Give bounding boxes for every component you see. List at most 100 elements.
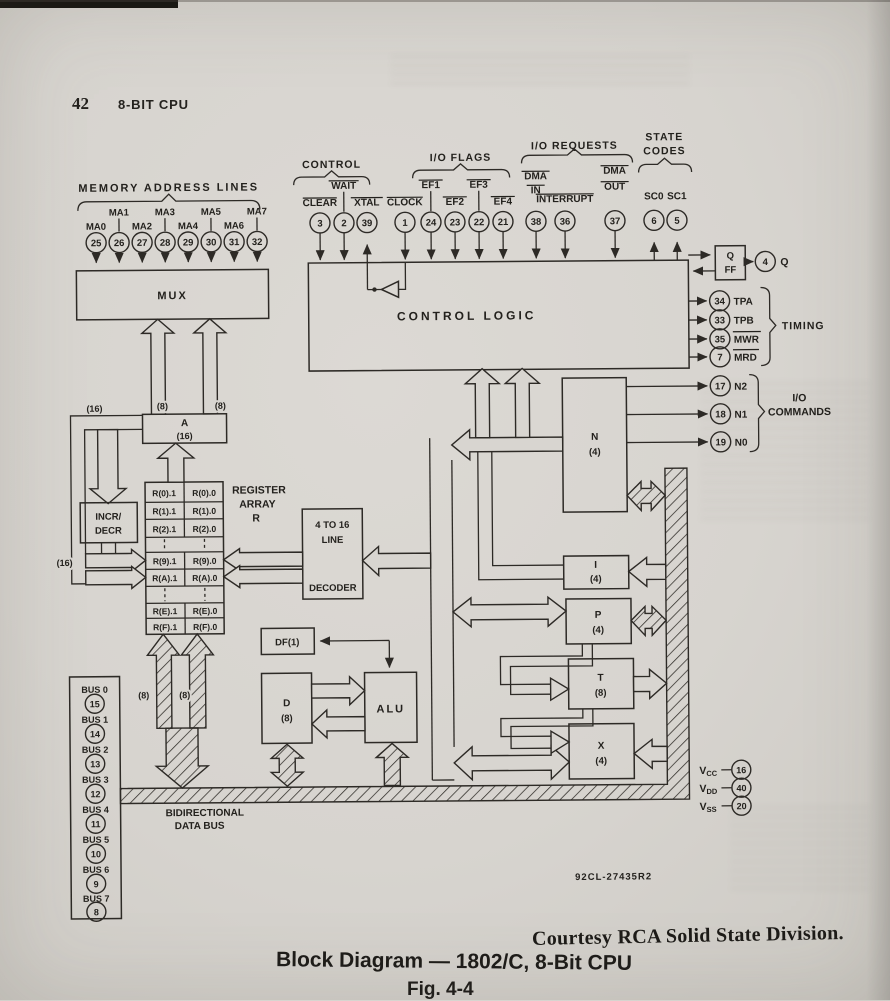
svg-text:MA0: MA0 <box>86 222 106 233</box>
scan-edge-artifact <box>0 0 890 2</box>
svg-text:D: D <box>283 698 290 709</box>
control-logic-label: CONTROL LOGIC <box>397 308 537 323</box>
width-16-label: (16) <box>86 404 102 414</box>
svg-text:R(A).0: R(A).0 <box>192 573 217 583</box>
svg-text:BUS 4: BUS 4 <box>82 805 109 815</box>
svg-text:(4): (4) <box>592 625 604 636</box>
svg-text:BUS 2: BUS 2 <box>82 745 109 755</box>
svg-text:N0: N0 <box>735 438 748 449</box>
bus-to-control-arrow-1 <box>465 369 500 438</box>
pin-ma7: 32 MA7 <box>247 206 267 261</box>
svg-text:26: 26 <box>114 238 125 249</box>
io-flags-title: I/O FLAGS <box>430 152 492 164</box>
svg-text:27: 27 <box>137 238 148 249</box>
svg-text:30: 30 <box>206 237 217 248</box>
svg-text:MWR: MWR <box>734 335 760 346</box>
svg-text:(8): (8) <box>281 713 293 724</box>
control-title: CONTROL <box>302 159 361 171</box>
state-codes-title-1: STATE <box>645 131 683 143</box>
bus-to-control-arrow-2 <box>505 368 540 437</box>
svg-text:R(0).1: R(0).1 <box>152 488 176 498</box>
clock-buffer-icon <box>367 262 405 297</box>
svg-text:MA4: MA4 <box>178 221 199 232</box>
page-curve-shadow <box>866 0 890 1000</box>
svg-text:EF4: EF4 <box>494 196 513 207</box>
svg-text:(4): (4) <box>590 574 602 585</box>
mux-label: MUX <box>157 290 188 302</box>
figure-caption: Block Diagram — 1802/C, 8-Bit CPU <box>276 948 632 976</box>
svg-text:N1: N1 <box>734 410 747 421</box>
databus-to-array-arrow-1 <box>147 634 180 728</box>
pin-ma0: 25 MA0 <box>86 222 106 263</box>
svg-text:19: 19 <box>715 437 726 448</box>
svg-text:FF: FF <box>725 265 737 276</box>
a-to-incr-arrow <box>90 430 127 504</box>
bus-to-i-arrow <box>629 557 666 586</box>
svg-text:EF3: EF3 <box>469 180 488 191</box>
svg-text:7: 7 <box>717 352 722 363</box>
d-databus-double-arrow <box>271 744 303 786</box>
svg-text:INCR/: INCR/ <box>95 512 121 523</box>
data-bus-pins-group: BUS 0 15 BUS 1 14 BUS 2 13 BUS 3 12 BUS … <box>70 677 122 922</box>
io-flags-brace <box>413 163 510 178</box>
svg-text:15: 15 <box>90 699 100 709</box>
svg-text:(8): (8) <box>595 688 607 699</box>
svg-text:EF1: EF1 <box>421 180 440 191</box>
svg-text:WAIT: WAIT <box>331 181 356 192</box>
svg-text:LINE: LINE <box>322 535 344 546</box>
svg-text:1: 1 <box>402 218 408 229</box>
svg-text:R(1).1: R(1).1 <box>152 506 176 516</box>
svg-text:(4): (4) <box>595 756 607 767</box>
svg-text:N: N <box>591 432 598 443</box>
svg-text:TPB: TPB <box>734 316 754 327</box>
svg-text:31: 31 <box>229 237 240 248</box>
svg-text:R(9).1: R(9).1 <box>153 556 177 566</box>
io-commands-pins-group: 17 N2 18 N1 19 N0 I/O COMMANDS <box>626 374 831 453</box>
array-to-a-arrow <box>158 443 194 482</box>
pin-ma1: 26 MA1 <box>109 207 130 262</box>
svg-text:29: 29 <box>183 237 194 248</box>
pin-ma5: 30 MA5 <box>201 207 222 262</box>
svg-text:T: T <box>597 673 603 684</box>
svg-text:CLEAR: CLEAR <box>303 198 338 209</box>
t-to-bus-arrow <box>633 669 666 698</box>
svg-text:VCC: VCC <box>699 765 718 778</box>
databus-to-alu-arrow <box>376 743 408 785</box>
svg-text:17: 17 <box>715 381 726 392</box>
register-array-title-1: REGISTER <box>232 484 286 496</box>
svg-text:TPA: TPA <box>734 297 753 308</box>
svg-text:8: 8 <box>94 907 99 917</box>
array-databus-arrows: (8) (8) <box>138 634 215 789</box>
incr-decr-group: (16) INCR/ DECR (16) <box>55 403 145 589</box>
svg-text:34: 34 <box>714 296 725 307</box>
timing-pins-group: 34 TPA 33 TPB 35 MWR 7 MRD TIMING <box>689 287 825 367</box>
svg-text:DECODER: DECODER <box>309 583 357 594</box>
svg-text:INTERRUPT: INTERRUPT <box>536 194 593 205</box>
svg-text:13: 13 <box>90 759 100 769</box>
svg-text:R(2).1: R(2).1 <box>153 524 177 534</box>
svg-text:3: 3 <box>317 218 322 229</box>
svg-text:4: 4 <box>763 257 769 268</box>
to-t-arrowhead <box>551 678 569 700</box>
a-to-mux-arrow-2 <box>194 319 227 414</box>
power-pins-group: VCC 16 VDD 40 VSS 20 <box>699 760 751 815</box>
svg-text:XTAL: XTAL <box>354 198 379 209</box>
bus-to-decoder-arrow <box>363 546 431 576</box>
decoder-to-array-arrow-2 <box>224 565 303 588</box>
svg-text:P: P <box>595 610 602 621</box>
data-bus-label-1: BIDIRECTIONAL <box>166 808 244 820</box>
svg-text:(16): (16) <box>177 431 193 441</box>
pin-ma3: 28 MA3 <box>155 207 175 262</box>
svg-text:11: 11 <box>91 819 101 829</box>
svg-text:35: 35 <box>715 334 726 345</box>
svg-text:MA2: MA2 <box>132 221 152 232</box>
svg-text:R(9).0: R(9).0 <box>193 556 217 566</box>
svg-text:21: 21 <box>498 217 509 228</box>
svg-text:39: 39 <box>362 218 373 229</box>
svg-text:25: 25 <box>91 238 102 249</box>
memory-address-lines-group: MEMORY ADDRESS LINES 25 MA0 26 MA1 27 MA… <box>78 181 268 262</box>
svg-text:CLOCK: CLOCK <box>387 197 423 208</box>
state-codes-pins-group: STATE CODES SC0 SC1 6 5 <box>638 131 692 260</box>
width-8-label: (8) <box>138 690 149 700</box>
svg-text:OUT: OUT <box>604 182 625 193</box>
